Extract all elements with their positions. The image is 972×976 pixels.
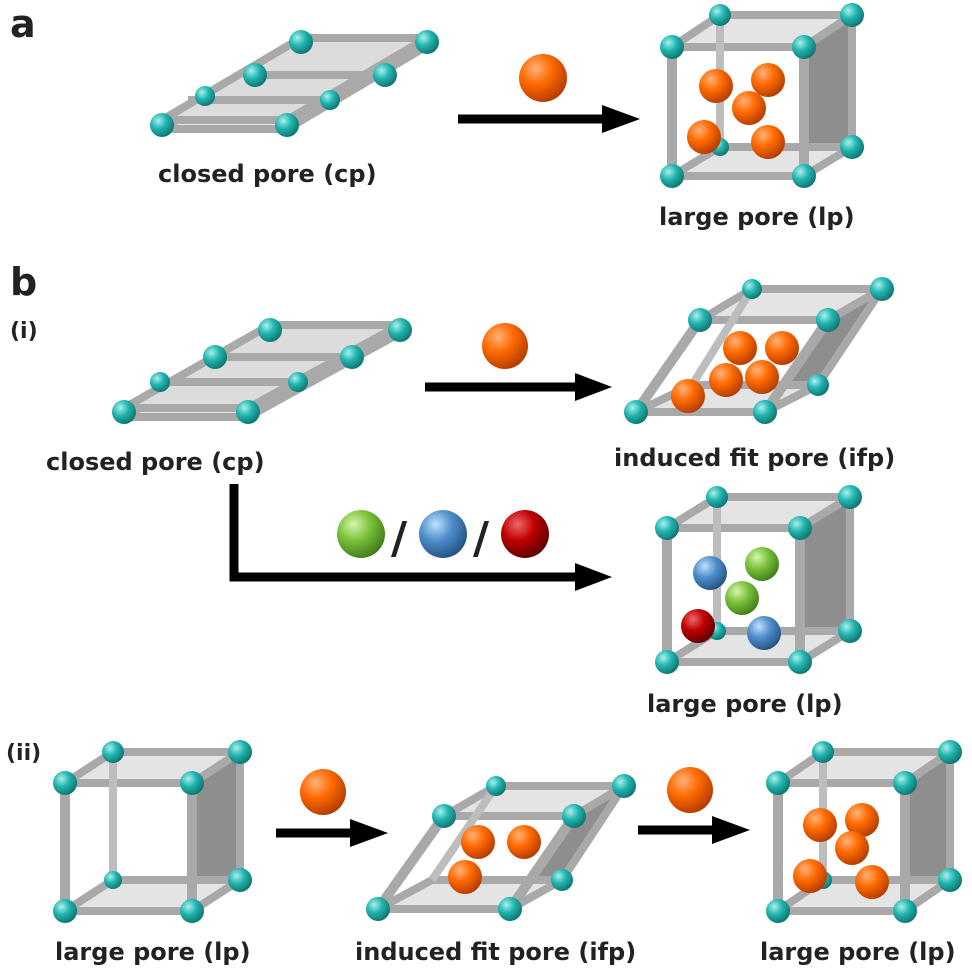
panel-b-ii-label: (ii): [6, 741, 41, 766]
guest-sphere-icon: [482, 323, 528, 369]
panel-a-start-label: closed pore (cp): [158, 160, 377, 188]
lp-framework-icon: [53, 740, 252, 923]
cp-framework-icon: [112, 318, 412, 424]
guest-sphere-icon: [501, 510, 549, 558]
guest-sphere-icon: [419, 510, 467, 558]
guest-separator: /: [391, 513, 408, 564]
lp-framework-icon: [655, 485, 862, 674]
arrow-icon: [458, 105, 640, 133]
ifp-framework-icon: [624, 277, 894, 424]
guest-sphere-icon: [519, 54, 567, 102]
arrow-icon: [276, 819, 388, 847]
panel-a-end-label: large pore (lp): [659, 203, 855, 231]
lp-framework-icon: [660, 3, 864, 188]
panel-b-ii-end-label: large pore (lp): [760, 938, 956, 966]
guest-sphere-icon: [337, 510, 385, 558]
arrow-icon: [638, 816, 750, 844]
arrow-icon: [229, 484, 612, 591]
arrow-icon: [425, 373, 612, 401]
panel-b-letter: b: [10, 260, 37, 304]
lp-framework-icon: [766, 740, 962, 923]
cp-framework-icon: [150, 30, 439, 137]
guest-sphere-icon: [667, 767, 713, 813]
guest-sphere-icon: [300, 769, 346, 815]
panel-a-letter: a: [10, 2, 36, 46]
panel-b-ii-start-label: large pore (lp): [55, 938, 251, 966]
ifp-framework-icon: [366, 774, 636, 921]
panel-b-i-start-label: closed pore (cp): [46, 448, 265, 476]
guest-separator: /: [473, 513, 490, 564]
panel-b-i-ifp-label: induced fit pore (ifp): [614, 444, 895, 472]
panel-b-i-lp-label: large pore (lp): [647, 690, 843, 718]
panel-b-i-label: (i): [10, 319, 38, 344]
panel-b-ii-mid-label: induced fit pore (ifp): [355, 938, 636, 966]
